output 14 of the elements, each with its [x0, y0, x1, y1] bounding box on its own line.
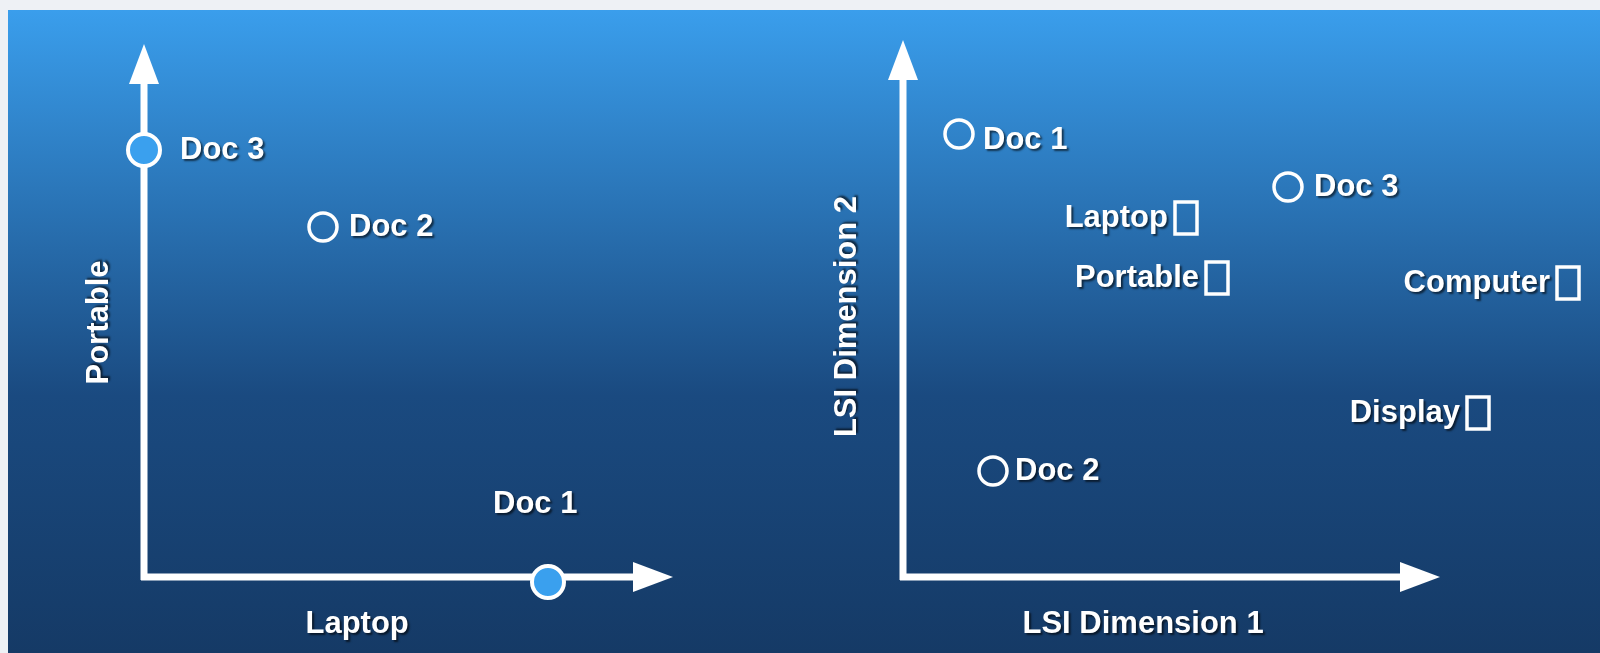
- point-label: Doc 1: [983, 123, 1068, 154]
- axis-label: Portable: [81, 260, 113, 384]
- point-label: Doc 1: [493, 487, 578, 518]
- point-label: Computer: [1403, 266, 1550, 297]
- point-label: Doc 2: [349, 210, 434, 241]
- axis-label: LSI Dimension 2: [829, 195, 861, 437]
- point-label: Doc 3: [180, 133, 265, 164]
- point-label: Doc 2: [1015, 454, 1100, 485]
- point-label: Doc 3: [1314, 170, 1399, 201]
- point-label: Portable: [1074, 261, 1199, 292]
- point-label: Display: [1349, 396, 1460, 427]
- axis-label: Laptop: [305, 606, 409, 638]
- point-label: Laptop: [1064, 201, 1168, 232]
- axis-label: LSI Dimension 1: [1022, 606, 1264, 638]
